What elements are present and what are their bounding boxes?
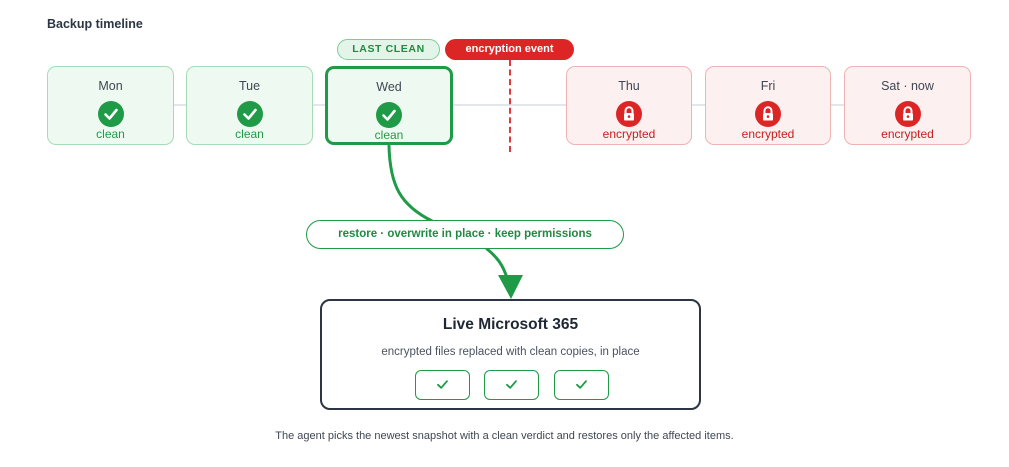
snapshot-status-label: clean (374, 127, 404, 142)
snapshot-day-label: Wed (376, 79, 402, 94)
snapshot-card-tue[interactable]: Tue clean (186, 66, 313, 145)
snapshot-status-label: encrypted (741, 127, 795, 141)
snapshot-status-label: clean (96, 127, 125, 141)
snapshot-card-fri[interactable]: Fri encrypted (705, 66, 831, 145)
timeline-heading: Backup timeline (47, 17, 143, 31)
lock-icon (894, 101, 921, 127)
live-m365-target: Live Microsoft 365 encrypted files repla… (320, 299, 701, 410)
encryption-event-tag: encryption event (445, 39, 574, 60)
lock-icon (755, 101, 781, 127)
check-icon (236, 101, 263, 127)
snapshot-status-label: encrypted (602, 127, 656, 141)
check-icon (506, 380, 517, 389)
target-subtitle: encrypted files replaced with clean copi… (381, 346, 640, 358)
check-icon (97, 101, 124, 127)
check-icon (437, 380, 448, 389)
snapshot-day-label: Thu (618, 79, 640, 93)
snapshot-card-thu[interactable]: Thu encrypted (566, 66, 692, 145)
snapshot-day-label: Mon (98, 79, 123, 93)
snapshot-status-label: clean (235, 127, 264, 141)
encryption-event-marker (509, 60, 511, 152)
last-clean-tag: LAST CLEAN (337, 39, 440, 60)
snapshot-day-label: Tue (238, 79, 261, 93)
snapshot-status-label: encrypted (881, 127, 934, 141)
restore-action-label: restore · overwrite in place · keep perm… (306, 220, 624, 249)
snapshot-day-label: Fri (760, 79, 776, 93)
check-icon (576, 380, 587, 389)
snapshot-card-wed[interactable]: Wed clean (325, 66, 453, 145)
lock-icon (616, 101, 642, 127)
snapshot-card-mon[interactable]: Mon clean (47, 66, 174, 145)
restored-item-chip (554, 370, 609, 400)
check-icon (376, 101, 402, 128)
snapshot-day-label: Sat · now (881, 79, 934, 93)
diagram-caption: The agent picks the newest snapshot with… (275, 430, 734, 442)
snapshot-card-sat[interactable]: Sat · now encrypted (844, 66, 971, 145)
target-title: Live Microsoft 365 (442, 316, 579, 333)
restored-item-chip (484, 370, 539, 400)
restored-item-chip (415, 370, 470, 400)
